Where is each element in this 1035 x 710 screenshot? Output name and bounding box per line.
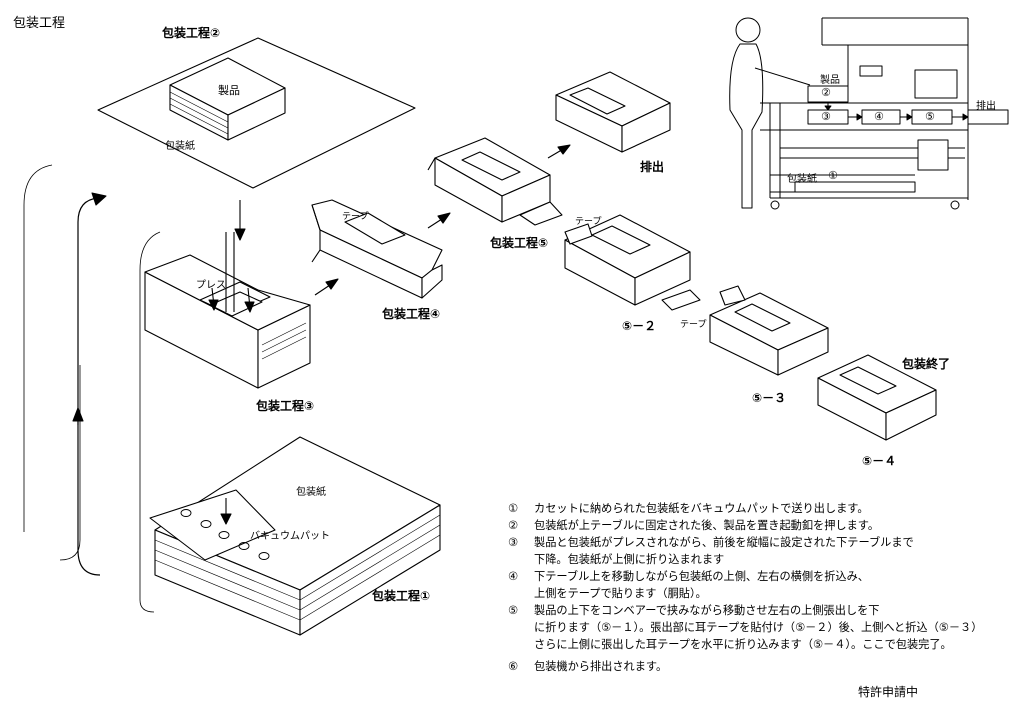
note-3: ③ 製品と包装紙がプレスされながら、前後を縦幅に設定された下テーブルまで 下降。包… [508,534,982,568]
discharge-label: 排出 [640,160,665,174]
note-text: 製品の上下をコンベアーで挟みながら移動させ左右の上側張出しを下 [534,604,880,617]
note-number: ⑤ [508,604,519,617]
page-title: 包装工程 [13,16,66,31]
note-text: 上側をテープで貼ります（胴貼）。 [534,587,707,600]
step2-label: 包装工程② [162,26,221,40]
note-6: ⑥ 包装機から排出されます。 [508,658,982,675]
paper-label-step1: 包装紙 [296,487,326,498]
step2-illustration [97,37,416,189]
note-number: ④ [508,570,519,583]
discharge-illustration [555,71,671,153]
step4-label: 包装工程④ [382,307,441,321]
machine-schematic [729,17,1009,210]
note-text: 下テーブル上を移動しながら包装紙の上側、左右の横側を折込み、 [534,570,869,583]
step4-illustration [311,199,443,299]
packing-done-label: 包装終了 [902,357,951,371]
note-text: カセットに納められた包装紙をバキュウムパットで送り出します。 [534,502,869,515]
paper-label-step2: 包装紙 [165,141,195,152]
tape-label-5-2: テープ [575,217,602,227]
sub-step-5-4: ⑤－４ [862,454,897,468]
machine-product-label: 製品 [820,75,840,86]
machine-n4: ④ [874,110,884,123]
step5-3-illustration [709,285,829,376]
machine-paper-label: 包装紙 [787,174,817,185]
note-number: ① [508,502,519,515]
step1-illustration [149,436,441,636]
step5-4-illustration [817,354,937,441]
note-text: 製品と包装紙がプレスされながら、前後を縦幅に設定された下テーブルまで [534,536,914,549]
note-text: さらに上側に張出した耳テープを水平に折り込みます（⑤－４）。ここで包装完了。 [534,638,952,651]
vacuum-pad-label: バキュウムパット [250,531,330,542]
note-text: 包装機から排出されます。 [534,660,668,673]
note-text: 下降。包装紙が上側に折り込まれます [534,553,725,566]
note-number: ③ [508,536,519,549]
machine-n1: ① [828,169,838,182]
step5-label: 包装工程⑤ [490,236,549,250]
note-2: ② 包装紙が上テーブルに固定された後、製品を置き起動釦を押します。 [508,517,982,534]
note-number: ② [508,519,519,532]
note-text: に折ります（⑤－１）。張出部に耳テープを貼付け（⑤－２）後、上側へと折込（⑤－３… [534,621,983,634]
machine-n2: ② [821,86,831,99]
process-notes: ① カセットに納められた包装紙をバキュウムパットで送り出します。 ② 包装紙が上テー… [508,500,982,675]
sub-step-5-3: ⑤－３ [752,391,787,405]
step5-2-illustration [564,214,701,311]
tape-label-5-3: テープ [680,320,707,330]
machine-n5: ⑤ [925,110,935,123]
note-number: ⑥ [508,660,519,673]
machine-discharge-label: 排出 [976,101,996,112]
product-label: 製品 [218,84,240,97]
step3-illustration [144,232,311,389]
step5-illustration [427,137,563,226]
tape-label-step4: テープ [342,212,369,222]
note-5: ⑤ 製品の上下をコンベアーで挟みながら移動させ左右の上側張出しを下 に折ります（⑤… [508,602,982,653]
note-1: ① カセットに納められた包装紙をバキュウムパットで送り出します。 [508,500,982,517]
note-text: 包装紙が上テーブルに固定された後、製品を置き起動釦を押します。 [534,519,880,532]
step3-label: 包装工程③ [256,399,315,413]
sub-step-5-2: ⑤－２ [622,319,657,333]
patent-pending: 特許申請中 [858,685,919,699]
machine-n3: ③ [821,110,831,123]
note-4: ④ 下テーブル上を移動しながら包装紙の上側、左右の横側を折込み、 上側をテープで貼… [508,568,982,602]
step1-label: 包装工程① [372,589,431,603]
press-label: プレス [196,280,226,291]
